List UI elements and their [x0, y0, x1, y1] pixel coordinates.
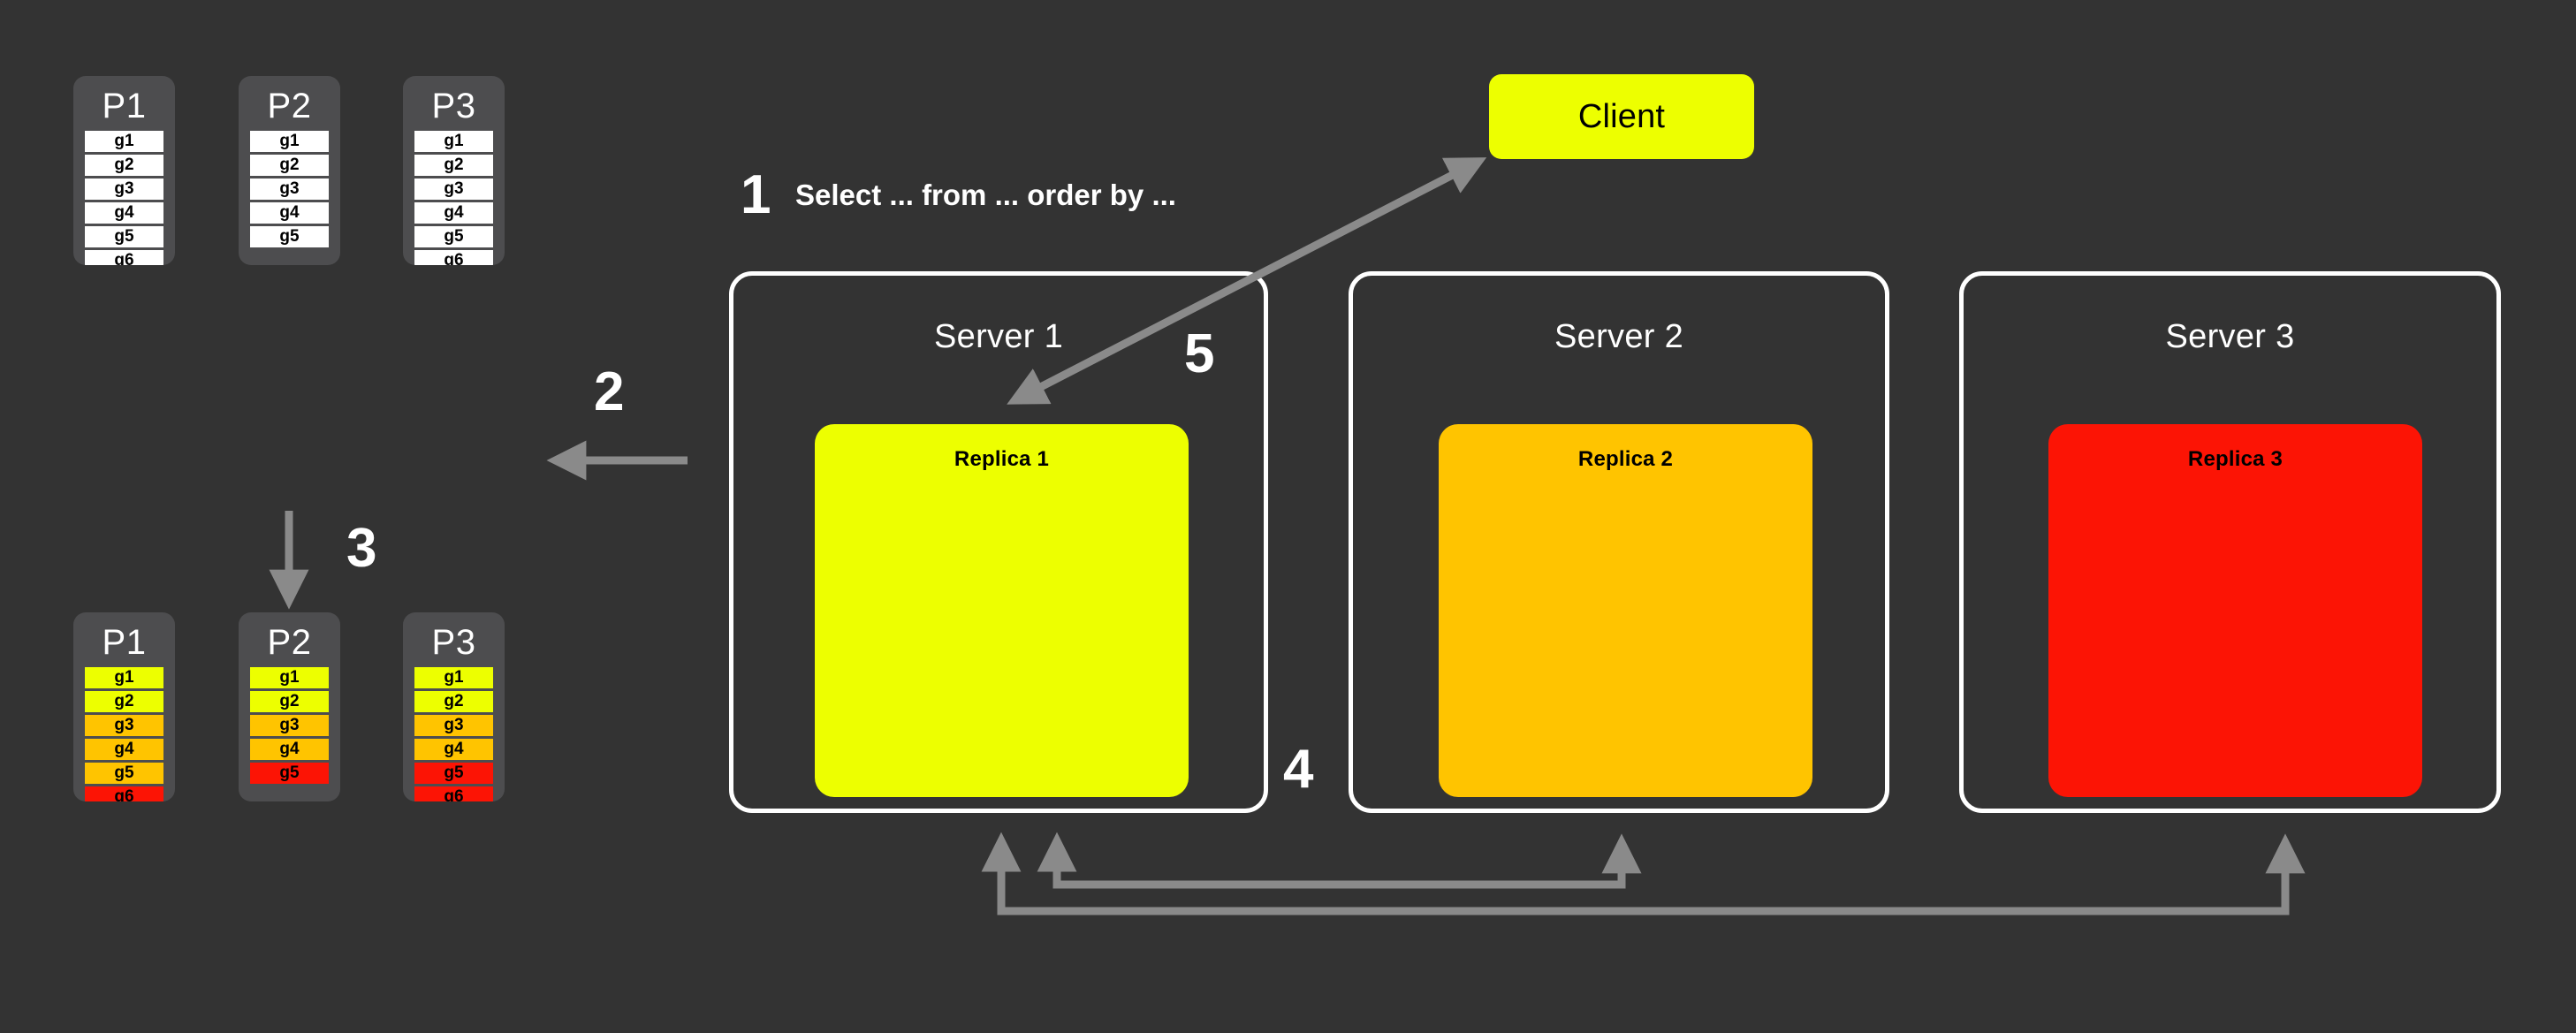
partition-column-p3-before: P3 g1 g2 g3 g4 g5 g6	[403, 76, 505, 265]
partition-cell: g6	[414, 250, 493, 265]
arrow-step-4-inner	[1037, 832, 1642, 889]
partition-cell: g2	[250, 691, 329, 712]
step-number-4: 4	[1283, 739, 1314, 800]
partition-cell: g2	[85, 155, 163, 176]
partition-title: P1	[102, 87, 147, 125]
partition-cell: g5	[414, 226, 493, 247]
partition-cell: g5	[414, 763, 493, 784]
partition-title: P2	[267, 623, 312, 662]
server-title: Server 3	[2165, 318, 2295, 355]
partition-cell: g5	[85, 226, 163, 247]
partition-cell: g3	[85, 178, 163, 200]
partition-cell: g3	[250, 715, 329, 736]
partition-title: P3	[431, 623, 476, 662]
partition-column-p1-after: P1 g1 g2 g3 g4 g5 g6 g7	[73, 612, 175, 801]
step-caption-1: Select ... from ... order by ...	[795, 178, 1176, 211]
partition-cell: g2	[85, 691, 163, 712]
partition-column-p3-after: P3 g1 g2 g3 g4 g5 g6	[403, 612, 505, 801]
partition-cell: g3	[414, 715, 493, 736]
partition-cell: g2	[250, 155, 329, 176]
client-box[interactable]: Client	[1489, 74, 1754, 159]
partition-cell-stack: g1 g2 g3 g4 g5 g6	[403, 131, 505, 265]
step-number-3: 3	[346, 518, 377, 579]
partition-cell: g6	[414, 786, 493, 801]
partition-column-p2-after: P2 g1 g2 g3 g4 g5	[239, 612, 340, 801]
partition-cell: g4	[414, 739, 493, 760]
replica-label: Replica 3	[2187, 447, 2283, 471]
partition-cell-stack: g1 g2 g3 g4 g5	[239, 131, 340, 247]
partition-cell: g4	[85, 739, 163, 760]
partition-cell: g3	[85, 715, 163, 736]
partition-cell: g3	[250, 178, 329, 200]
server-box-2[interactable]: Server 2 Replica 2	[1349, 271, 1889, 813]
partition-cell: g4	[250, 739, 329, 760]
replica-label: Replica 2	[1577, 447, 1674, 471]
partition-cell: g2	[414, 691, 493, 712]
server-box-3[interactable]: Server 3 Replica 3	[1959, 271, 2501, 813]
partition-cell-stack: g1 g2 g3 g4 g5	[239, 667, 340, 784]
step-number-5: 5	[1184, 323, 1215, 384]
step-number-1: 1	[741, 164, 771, 225]
partition-cell-stack: g1 g2 g3 g4 g5 g6 g7	[73, 667, 175, 801]
partition-cell: g1	[414, 667, 493, 688]
partition-cell: g5	[250, 763, 329, 784]
partition-cell: g5	[250, 226, 329, 247]
partition-cell: g6	[85, 250, 163, 265]
partition-cell: g6	[85, 786, 163, 801]
replica-label: Replica 1	[954, 447, 1050, 471]
partition-cell: g5	[85, 763, 163, 784]
partition-cell: g2	[414, 155, 493, 176]
partition-cell-stack: g1 g2 g3 g4 g5 g6 g7	[73, 131, 175, 265]
partition-title: P1	[102, 623, 147, 662]
partition-cell: g1	[250, 131, 329, 152]
step-number-2: 2	[594, 361, 625, 422]
replica-box-3[interactable]: Replica 3	[2048, 424, 2422, 797]
client-label: Client	[1577, 97, 1666, 135]
server-title: Server 2	[1554, 318, 1683, 355]
replica-box-2[interactable]: Replica 2	[1439, 424, 1812, 797]
partition-column-p1-before: P1 g1 g2 g3 g4 g5 g6 g7	[73, 76, 175, 265]
partition-cell-stack: g1 g2 g3 g4 g5 g6	[403, 667, 505, 801]
partition-cell: g1	[414, 131, 493, 152]
partition-title: P3	[431, 87, 476, 125]
partition-cell: g4	[414, 202, 493, 224]
partition-cell: g4	[250, 202, 329, 224]
partition-title: P2	[267, 87, 312, 125]
partition-cell: g3	[414, 178, 493, 200]
partition-cell: g1	[85, 131, 163, 152]
arrow-step-4-outer	[981, 832, 2306, 915]
partition-cell: g1	[85, 667, 163, 688]
partition-column-p2-before: P2 g1 g2 g3 g4 g5	[239, 76, 340, 265]
partition-cell: g4	[85, 202, 163, 224]
replica-box-1[interactable]: Replica 1	[815, 424, 1189, 797]
partition-cell: g1	[250, 667, 329, 688]
